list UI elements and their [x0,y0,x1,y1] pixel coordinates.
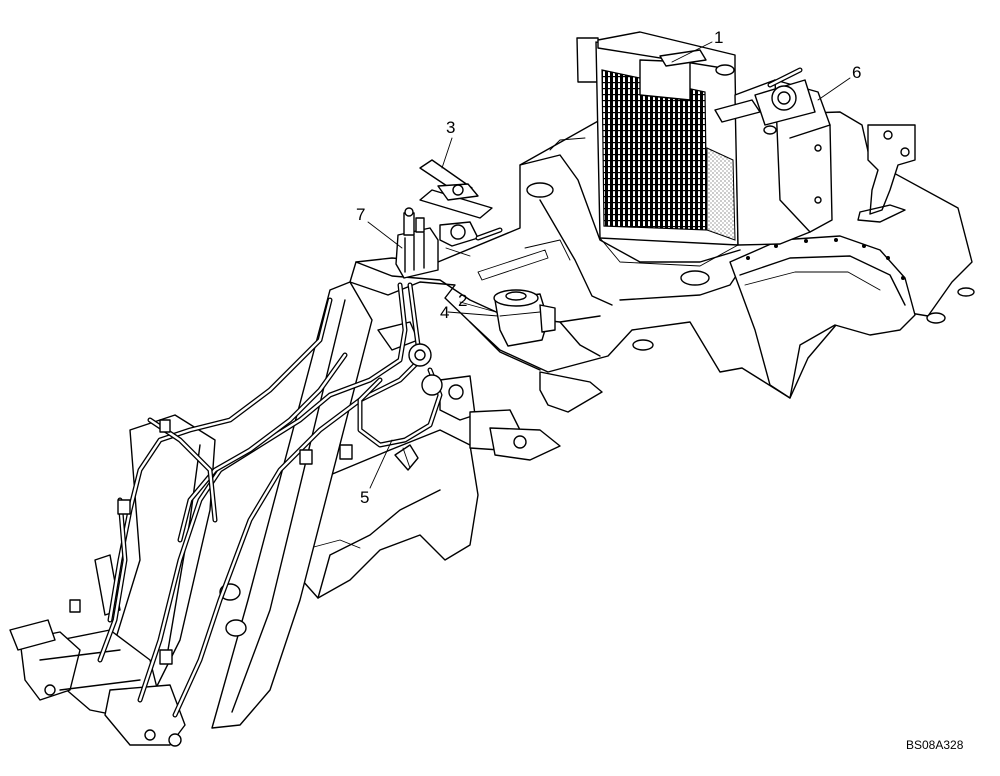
hydraulic-hose-bundle [69,282,443,718]
callout-6: 6 [852,63,861,82]
fender [729,235,916,399]
callout-3: 3 [446,118,455,137]
reservoir-canister-2 [493,289,556,347]
front-frame-mount [299,321,561,599]
drawing-reference-code: BS08A328 [906,738,964,752]
callout-1: 1 [714,28,723,47]
callout-5: 5 [360,488,369,507]
leader-lines [367,41,851,489]
fender-rivets [746,238,905,280]
callout-2: 2 [458,291,467,310]
control-valve-assembly-7 [395,207,503,279]
mounting-bracket-3 [419,159,493,219]
radiator-assembly [576,31,833,267]
rear-mount-bracket [857,124,916,223]
fitting-5 [394,444,419,471]
callout-4: 4 [440,303,449,322]
callout-7: 7 [356,205,365,224]
